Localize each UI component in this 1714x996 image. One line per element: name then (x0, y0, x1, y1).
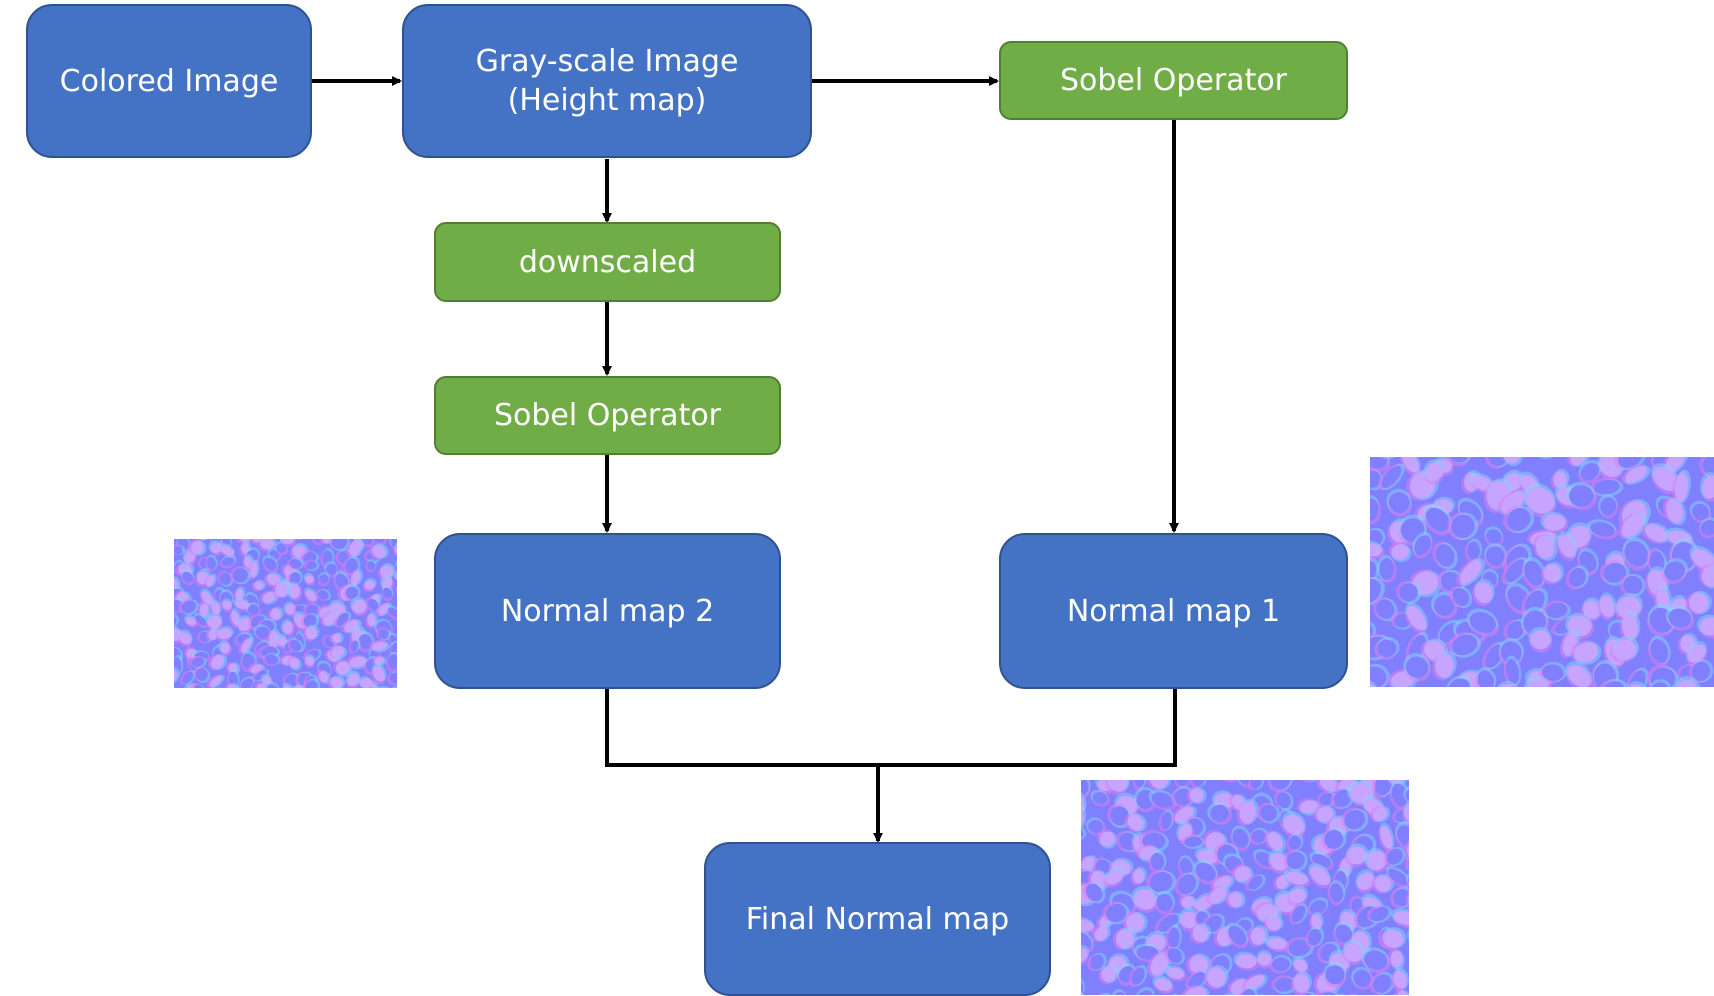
downscaled-node: downscaled (434, 222, 781, 302)
normal-map-1-label: Normal map 1 (1067, 592, 1280, 631)
normal-map-2-label: Normal map 2 (501, 592, 714, 631)
normal-map-1-texture (1370, 457, 1714, 687)
final-normal-map-label: Final Normal map (746, 900, 1009, 939)
connector-normal-map-2-merge (607, 689, 878, 765)
grayscale-image-node: Gray-scale Image (Height map) (402, 4, 812, 158)
normal-map-1-texture-image (1370, 457, 1714, 687)
normal-map-2-texture (174, 539, 397, 688)
downscaled-label: downscaled (519, 243, 696, 282)
normal-map-1-node: Normal map 1 (999, 533, 1348, 689)
normal-map-2-texture-image (174, 539, 397, 688)
final-normal-map-node: Final Normal map (704, 842, 1051, 996)
sobel-operator-top-label: Sobel Operator (1060, 61, 1287, 100)
colored-image-label: Colored Image (60, 62, 279, 101)
grayscale-image-label: Gray-scale Image (Height map) (476, 42, 739, 120)
sobel-operator-top-node: Sobel Operator (999, 41, 1348, 120)
final-normal-map-texture-image (1081, 780, 1409, 995)
connector-normal-map-1-merge (878, 689, 1175, 765)
colored-image-node: Colored Image (26, 4, 312, 158)
normal-map-2-node: Normal map 2 (434, 533, 781, 689)
final-normal-map-texture (1081, 780, 1409, 995)
sobel-operator-mid-label: Sobel Operator (494, 396, 721, 435)
sobel-operator-mid-node: Sobel Operator (434, 376, 781, 455)
